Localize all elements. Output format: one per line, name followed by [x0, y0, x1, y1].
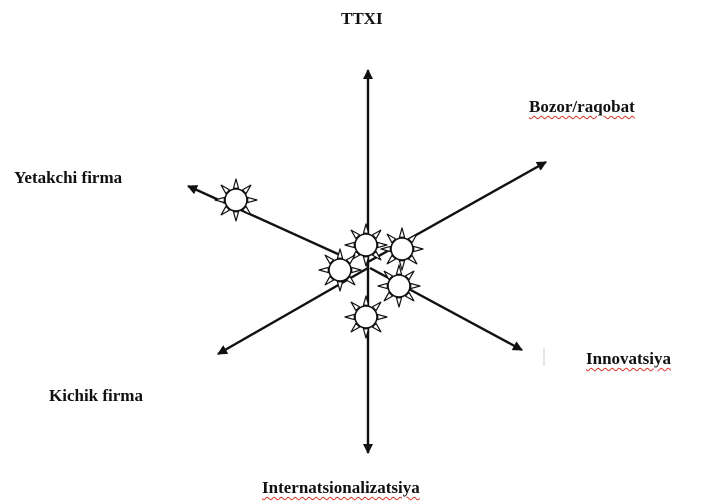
sun-ray	[377, 241, 388, 249]
sun-icon-intern	[344, 295, 388, 339]
sun-icon-bozor	[380, 227, 424, 271]
sun-ray	[232, 211, 240, 222]
sun-icon-center	[344, 223, 388, 267]
sun-core	[354, 305, 378, 329]
sun-ray	[247, 196, 258, 204]
sun-ray	[398, 227, 406, 238]
sun-ray	[410, 282, 421, 290]
sun-ray	[413, 245, 424, 253]
axis-label-lower-right: Innovatsiya	[586, 349, 672, 368]
axis-label-bottom: Internatsionalizatsiya	[262, 478, 420, 497]
axis-label-upper-right: Bozor/raqobat	[529, 97, 635, 116]
sun-core	[387, 274, 411, 298]
sun-icon-kichik	[318, 248, 362, 292]
sun-ray	[318, 266, 329, 274]
sun-ray	[344, 313, 355, 321]
sun-icon-yetakchi	[214, 178, 258, 222]
axis-label-lower-left: Kichik firma	[49, 386, 143, 405]
sun-core	[224, 188, 248, 212]
sun-core	[328, 258, 352, 282]
sun-ray	[344, 241, 355, 249]
sun-ray	[380, 245, 391, 253]
axis-upper-left-arrow	[187, 184, 341, 257]
axis-label-upper-left: Yetakchi firma	[14, 168, 123, 187]
axis-lower-left-arrow	[217, 266, 369, 356]
sun-ray	[336, 248, 344, 259]
axis-label-top: TTXI	[341, 9, 383, 28]
sun-ray	[232, 178, 240, 189]
sun-ray	[377, 313, 388, 321]
sun-ray	[336, 281, 344, 292]
sun-icon-innov	[377, 264, 421, 308]
sun-ray	[395, 297, 403, 308]
sun-core	[354, 233, 378, 257]
node-icons	[214, 178, 424, 339]
sun-ray	[377, 282, 388, 290]
sun-core	[390, 237, 414, 261]
